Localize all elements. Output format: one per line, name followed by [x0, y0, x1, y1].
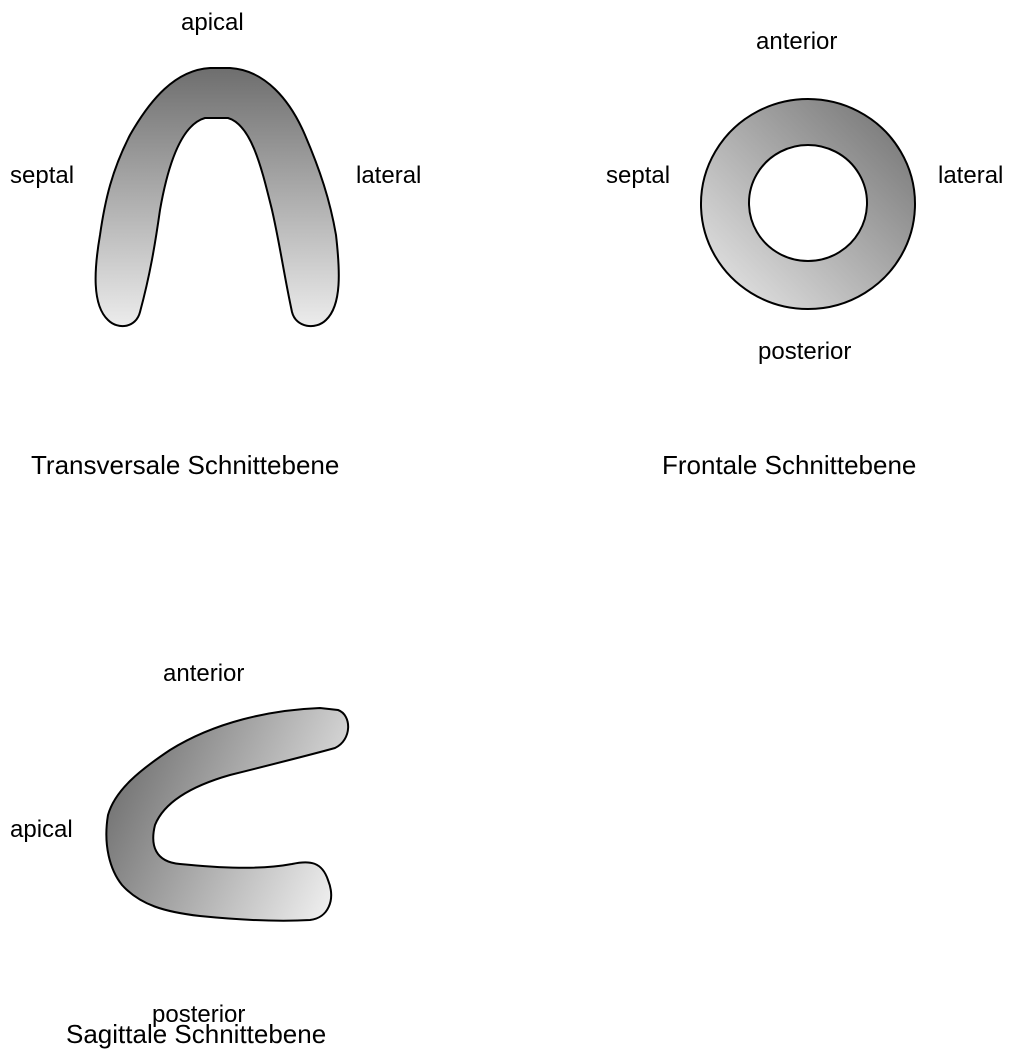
frontal-panel: anterior septal lateral posterior Fronta… [500, 0, 1015, 500]
sagittal-panel: anterior apical posterior Sagittale Schn… [0, 600, 500, 1059]
sagittal-caption: Sagittale Schnittebene [66, 1021, 326, 1047]
frontal-caption: Frontale Schnittebene [662, 452, 916, 478]
transversal-u-shape [96, 68, 339, 326]
transversal-panel: apical septal lateral Transversale Schni… [0, 0, 500, 500]
transversal-heart-section [0, 0, 500, 400]
frontal-ring-shape [701, 99, 915, 309]
transversal-caption: Transversale Schnittebene [31, 452, 339, 478]
sagittal-c-shape [106, 708, 348, 921]
frontal-heart-section [500, 0, 1015, 400]
sagittal-heart-section [0, 600, 500, 1000]
